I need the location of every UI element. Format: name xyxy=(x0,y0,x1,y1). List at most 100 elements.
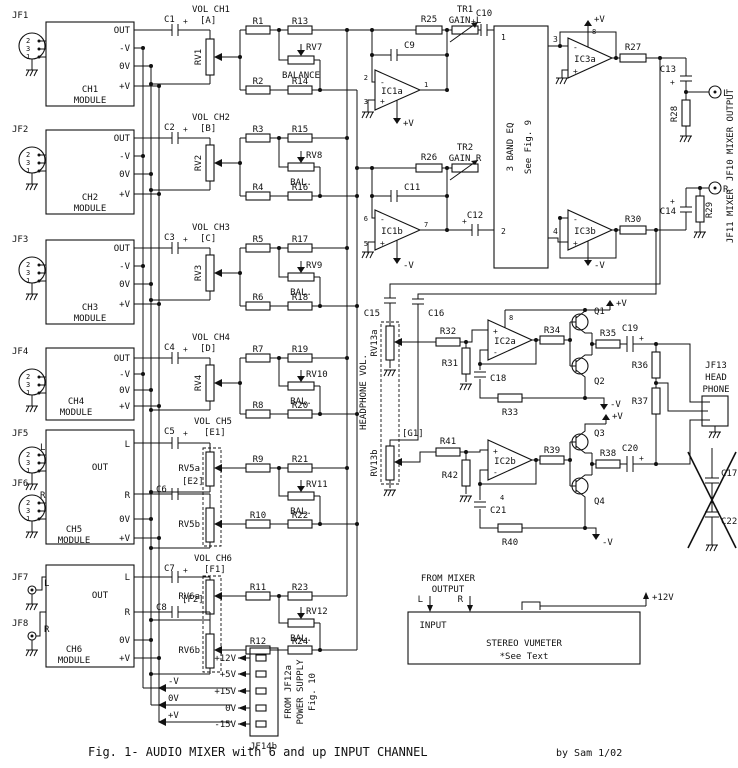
psu-plus-12v: +12V xyxy=(214,654,236,664)
rv6b-label: RV6b xyxy=(178,646,200,656)
ch4-pin-minus-v: -V xyxy=(119,370,130,380)
jf7-jack xyxy=(27,585,37,595)
ic1b-opamp xyxy=(374,209,422,251)
jf11-mixer: JF11 MIXER xyxy=(726,188,736,243)
jf5-pin-1: 1 xyxy=(26,467,30,475)
ch1-pin-out: OUT xyxy=(114,26,131,36)
r27-label: R27 xyxy=(625,43,641,53)
q4-transistor xyxy=(571,477,589,495)
r20-label: R20 xyxy=(292,401,308,411)
jf11-r: R xyxy=(723,185,729,195)
ic2a-plus: + xyxy=(493,327,498,336)
ch2-pin-plus-v: +V xyxy=(119,190,130,200)
r22-label: R22 xyxy=(292,511,308,521)
c5-plus: + xyxy=(183,429,188,438)
c9-label: C9 xyxy=(404,41,415,51)
ic3a-pin8: 8 xyxy=(592,28,596,36)
ic1a-opamp xyxy=(374,69,422,111)
c4-label: C4 xyxy=(164,343,175,353)
c19-plus: + xyxy=(639,334,644,343)
ch5-pin-0v: 0V xyxy=(119,515,130,525)
ic3b-plus: + xyxy=(573,239,578,248)
vu-meter-box xyxy=(407,611,641,665)
r17-label: R17 xyxy=(292,235,308,245)
r10-label: R10 xyxy=(250,511,266,521)
q2-label: Q2 xyxy=(594,377,605,387)
vol-ch2-label: VOL CH2 xyxy=(192,113,230,123)
ch3-pin-out: OUT xyxy=(114,244,131,254)
ic2a-label: IC2a xyxy=(494,337,516,347)
c8-label: C8 xyxy=(156,603,167,613)
ch1-module: MODULE xyxy=(74,96,107,106)
vol-ch2-group: [B] xyxy=(200,124,216,134)
ch3-pin-minus-v: -V xyxy=(119,262,130,272)
vu-input: INPUT xyxy=(419,621,447,631)
r2-label: R2 xyxy=(253,77,264,87)
c13-label: C13 xyxy=(660,65,676,75)
ic2b-label: IC2b xyxy=(494,457,516,467)
c11-label: C11 xyxy=(404,183,420,193)
r30-label: R30 xyxy=(625,215,641,225)
jf6-xlr xyxy=(18,494,46,522)
rv6a-label: RV6a xyxy=(178,592,200,602)
rv8-bal: BAL. xyxy=(290,178,312,188)
c6-label: C6 xyxy=(156,485,167,495)
vol-ch1-label: VOL CH1 xyxy=(192,5,230,15)
jf5-xlr xyxy=(18,446,46,474)
r36-label: R36 xyxy=(632,361,648,371)
r11-label: R11 xyxy=(250,583,266,593)
jf8-jack xyxy=(27,631,37,641)
jf2-pin-1: 1 xyxy=(26,167,30,175)
psu-plus-5v: +5V xyxy=(220,670,237,680)
psu-plus-15v: +15V xyxy=(214,687,236,697)
r38-label: R38 xyxy=(600,449,616,459)
ic2b-minus: - xyxy=(493,468,498,477)
r33-label: R33 xyxy=(502,408,518,418)
ch6-pin-l: L xyxy=(125,573,130,583)
ch6-module-box xyxy=(45,564,135,668)
jf8-r: R xyxy=(44,625,50,635)
ch2-module: MODULE xyxy=(74,204,107,214)
psu-power-supply: POWER SUPPLY xyxy=(296,659,306,725)
tr1-label: TR1 xyxy=(457,5,473,15)
ic2b-plus: + xyxy=(493,447,498,456)
c14-plus: + xyxy=(670,197,675,206)
rv9-label: RV9 xyxy=(306,261,322,271)
rv7-label: RV7 xyxy=(306,43,322,53)
figure-caption: Fig. 1- AUDIO MIXER with 6 and up INPUT … xyxy=(88,745,428,759)
c17-label: C17 xyxy=(721,469,737,479)
vol-ch1-group: [A] xyxy=(200,16,216,26)
rv3-label: RV3 xyxy=(194,265,204,281)
jf6-r: R xyxy=(40,491,46,501)
r5-label: R5 xyxy=(253,235,264,245)
rv10-label: RV10 xyxy=(306,370,328,380)
ch2-pin-0v: 0V xyxy=(119,170,130,180)
r13-label: R13 xyxy=(292,17,308,27)
ch4-pin-out: OUT xyxy=(114,354,131,364)
q3-label: Q3 xyxy=(594,429,605,439)
r29-label: R29 xyxy=(705,202,715,218)
labels: JF1231JF2231JF3231JF4231JF5231LJF6231RJF… xyxy=(12,5,737,752)
jf3-pin-3: 3 xyxy=(26,269,30,277)
ic3a-plus: + xyxy=(573,67,578,76)
ch4-module: MODULE xyxy=(60,408,93,418)
ch1-pin-minus-v: -V xyxy=(119,44,130,54)
deleted-caps-x xyxy=(687,451,737,549)
rv13a-label: RV13a xyxy=(370,329,380,356)
c3-label: C3 xyxy=(164,233,175,243)
vol-ch6-group: [F1] xyxy=(204,565,226,575)
ic3b-minus: - xyxy=(573,215,578,224)
rail-plus-v: +V xyxy=(168,711,179,721)
ic1b-label: IC1b xyxy=(381,227,403,237)
ch4-pin-0v: 0V xyxy=(119,386,130,396)
rv8-label: RV8 xyxy=(306,151,322,161)
rv9-bal: BAL. xyxy=(290,288,312,298)
c10-plus: + xyxy=(471,17,476,26)
ic1a-pin1: 1 xyxy=(424,81,428,89)
volume-wires xyxy=(151,29,211,675)
c18-label: C18 xyxy=(490,374,506,384)
q4-label: Q4 xyxy=(594,497,605,507)
vu-output: OUTPUT xyxy=(432,585,465,595)
